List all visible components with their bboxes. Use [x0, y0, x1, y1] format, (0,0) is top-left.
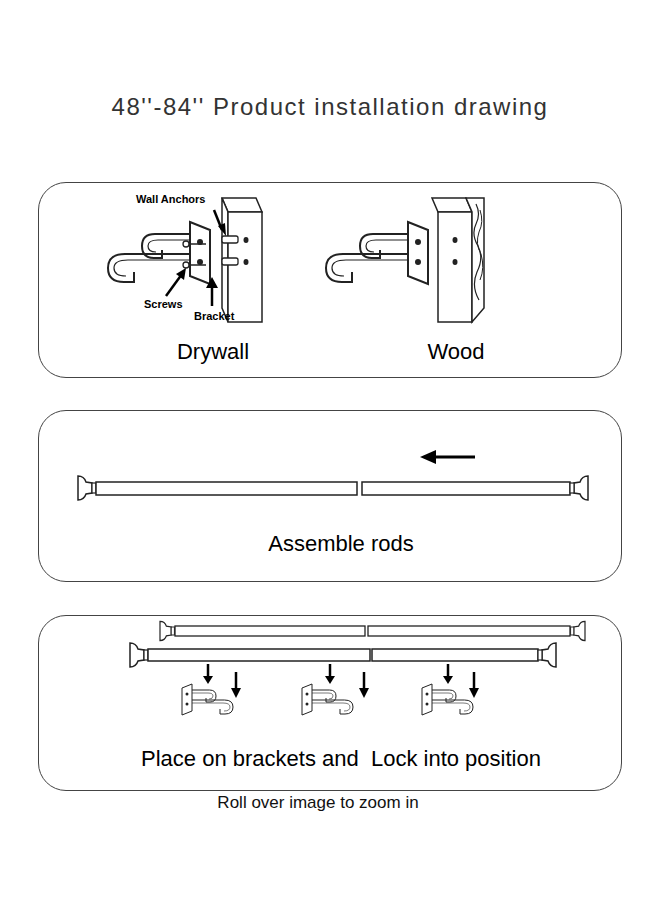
- step-caption: Wood: [427, 339, 484, 364]
- callout-label: Bracket: [194, 310, 234, 322]
- step-caption: Place on brackets and Lock into position: [141, 746, 541, 771]
- bracket-placement-illustration: [130, 621, 585, 715]
- rod-assembly-illustration: [78, 450, 588, 500]
- step-panel: Place on brackets and Lock into position: [38, 615, 622, 791]
- drywall-illustration: [108, 198, 262, 322]
- step-panel: Assemble rods: [38, 410, 622, 582]
- page-title: 48''-84'' Product installation drawing: [112, 93, 549, 121]
- step-panel: Drywall Wood: [38, 182, 622, 378]
- callout-label: Wall Anchors: [136, 193, 205, 205]
- step-caption: Drywall: [177, 339, 249, 364]
- wood-illustration: [326, 198, 484, 322]
- step-caption: Assemble rods: [268, 531, 414, 556]
- callout-label: Screws: [144, 298, 183, 310]
- caption: Roll over image to zoom in: [217, 793, 418, 813]
